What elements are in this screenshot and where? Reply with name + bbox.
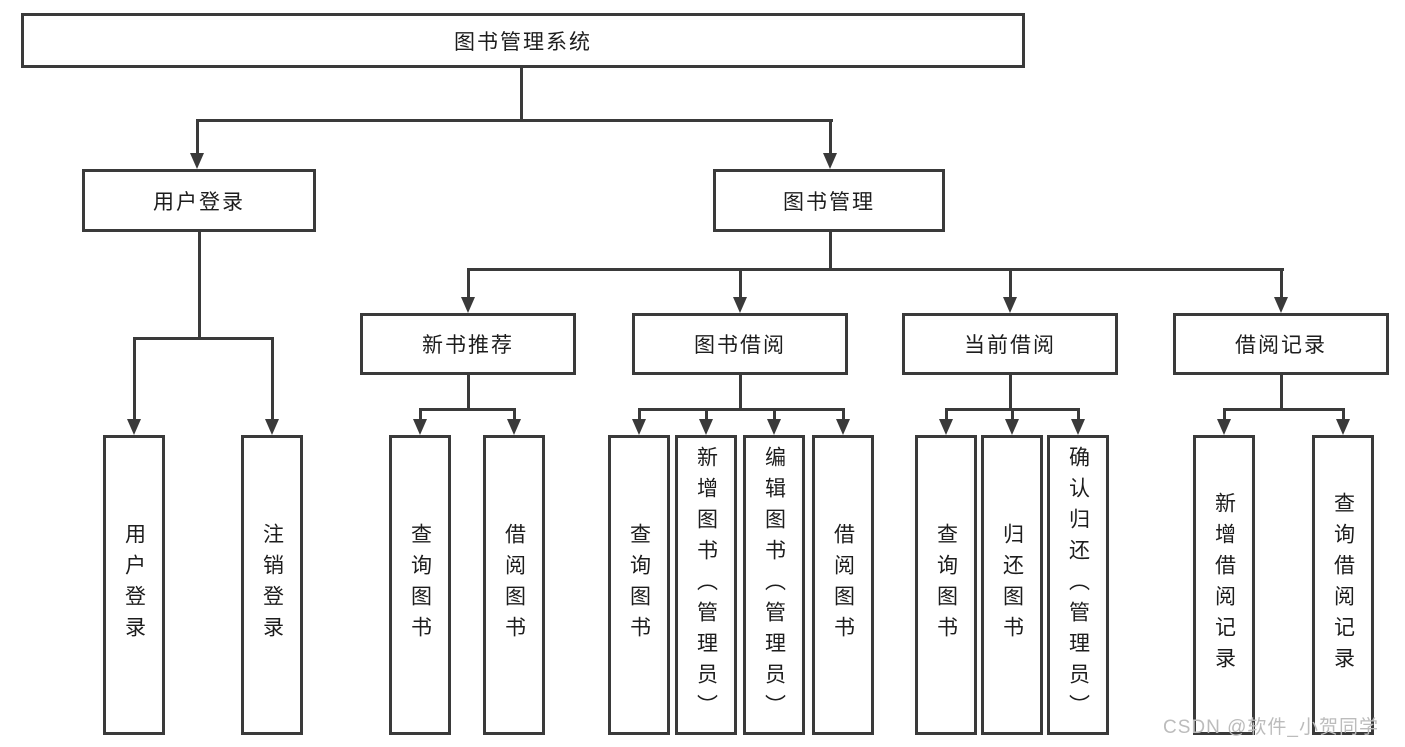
leaf-query-books-borrow: 查询图书 [608, 435, 670, 735]
connector-line [467, 375, 470, 411]
arrowhead-icon [127, 419, 141, 435]
leaf-confirm-return-admin: 确认归还（管理员） [1047, 435, 1109, 735]
arrowhead-icon [507, 419, 521, 435]
connector-line [419, 408, 422, 421]
leaf-add-borrow-record-label: 新增借阅记录 [1212, 492, 1236, 678]
connector-line [1009, 268, 1012, 299]
arrowhead-icon [461, 297, 475, 313]
connector-line [513, 408, 516, 421]
connector-line [467, 268, 470, 299]
connector-line [133, 337, 274, 340]
node-new-book-recommend: 新书推荐 [360, 313, 576, 375]
connector-line [196, 119, 199, 156]
connector-line [1280, 375, 1283, 411]
node-user-login: 用户登录 [82, 169, 316, 232]
leaf-return-books: 归还图书 [981, 435, 1043, 735]
node-borrow-record: 借阅记录 [1173, 313, 1389, 375]
leaf-add-books-admin: 新增图书（管理员） [675, 435, 737, 735]
node-book-borrow-label: 图书借阅 [694, 334, 786, 357]
leaf-user-login: 用户登录 [103, 435, 165, 735]
connector-line [638, 408, 641, 421]
connector-line [1077, 408, 1080, 421]
node-book-borrow: 图书借阅 [632, 313, 848, 375]
leaf-borrow-books-recommend-label: 借阅图书 [502, 523, 526, 647]
leaf-confirm-return-admin-label: 确认归还（管理员） [1066, 445, 1090, 725]
connector-line [1011, 408, 1014, 421]
connector-line [1009, 375, 1012, 411]
connector-line [1342, 408, 1345, 421]
connector-line [271, 337, 274, 421]
leaf-query-books-recommend-label: 查询图书 [408, 523, 432, 647]
node-borrow-record-label: 借阅记录 [1235, 334, 1327, 357]
node-current-borrow-label: 当前借阅 [964, 334, 1056, 357]
arrowhead-icon [1003, 297, 1017, 313]
arrowhead-icon [1005, 419, 1019, 435]
connector-line [520, 68, 523, 122]
connector-line [739, 375, 742, 411]
leaf-logout-label: 注销登录 [260, 523, 284, 647]
leaf-query-books-current-label: 查询图书 [934, 523, 958, 647]
leaf-edit-books-admin-label: 编辑图书（管理员） [762, 445, 786, 725]
connector-line [773, 408, 776, 421]
leaf-query-borrow-record: 查询借阅记录 [1312, 435, 1374, 735]
connector-line [842, 408, 845, 421]
leaf-borrow-books-recommend: 借阅图书 [483, 435, 545, 735]
arrowhead-icon [733, 297, 747, 313]
node-book-management: 图书管理 [713, 169, 945, 232]
leaf-query-borrow-record-label: 查询借阅记录 [1331, 492, 1355, 678]
connector-line [829, 119, 832, 156]
arrowhead-icon [265, 419, 279, 435]
arrowhead-icon [1217, 419, 1231, 435]
leaf-add-borrow-record: 新增借阅记录 [1193, 435, 1255, 735]
leaf-return-books-label: 归还图书 [1000, 523, 1024, 647]
node-user-login-label: 用户登录 [153, 190, 245, 214]
node-new-book-recommend-label: 新书推荐 [422, 334, 514, 357]
arrowhead-icon [767, 419, 781, 435]
connector-line [1223, 408, 1226, 421]
arrowhead-icon [836, 419, 850, 435]
arrowhead-icon [1274, 297, 1288, 313]
connector-line [467, 268, 1284, 271]
connector-line [705, 408, 708, 421]
leaf-borrow-books: 借阅图书 [812, 435, 874, 735]
connector-line [945, 408, 948, 421]
connector-line [1223, 408, 1345, 411]
connector-line [419, 408, 516, 411]
csdn-watermark: CSDN @软件_小贺同学 [1163, 717, 1379, 738]
connector-line [196, 119, 833, 122]
arrowhead-icon [699, 419, 713, 435]
connector-line [198, 232, 201, 340]
leaf-logout: 注销登录 [241, 435, 303, 735]
arrowhead-icon [632, 419, 646, 435]
node-root: 图书管理系统 [21, 13, 1025, 68]
connector-line [829, 232, 832, 271]
connector-line [638, 408, 845, 411]
leaf-edit-books-admin: 编辑图书（管理员） [743, 435, 805, 735]
leaf-add-books-admin-label: 新增图书（管理员） [694, 445, 718, 725]
node-root-label: 图书管理系统 [454, 30, 592, 54]
leaf-query-books-current: 查询图书 [915, 435, 977, 735]
arrowhead-icon [413, 419, 427, 435]
leaf-borrow-books-label: 借阅图书 [831, 523, 855, 647]
arrowhead-icon [1336, 419, 1350, 435]
leaf-query-books-borrow-label: 查询图书 [627, 523, 651, 647]
node-book-management-label: 图书管理 [783, 190, 875, 214]
connector-line [133, 337, 136, 421]
connector-line [1280, 268, 1283, 299]
arrowhead-icon [939, 419, 953, 435]
leaf-user-login-label: 用户登录 [122, 523, 146, 647]
connector-line [739, 268, 742, 299]
node-current-borrow: 当前借阅 [902, 313, 1118, 375]
leaf-query-books-recommend: 查询图书 [389, 435, 451, 735]
arrowhead-icon [190, 153, 204, 169]
arrowhead-icon [1071, 419, 1085, 435]
arrowhead-icon [823, 153, 837, 169]
